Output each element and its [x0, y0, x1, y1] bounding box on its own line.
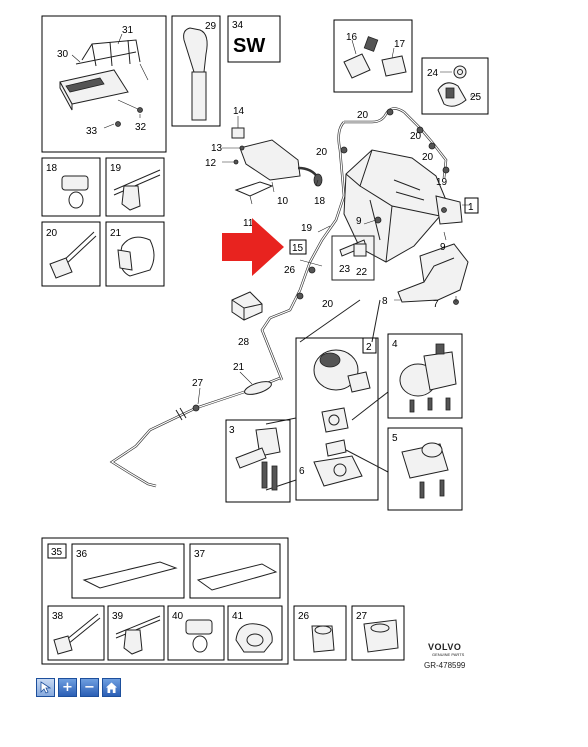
box-4-motor: 4 — [387, 333, 463, 419]
label-37: 37 — [194, 549, 206, 560]
label-27-pipe: 27 — [192, 378, 204, 389]
box-18: 18 — [41, 157, 101, 217]
label-2: 2 — [366, 342, 372, 353]
zoom-out-button[interactable]: − — [80, 678, 99, 697]
box-35-kit: 35 36 37 38 39 40 41 — [41, 537, 289, 665]
label-12: 12 — [205, 158, 217, 169]
label-20-upper-left: 20 — [357, 110, 369, 121]
box-control-unit: 30 31 32 33 — [41, 15, 167, 153]
label-31: 31 — [122, 25, 134, 36]
label-20-tie: 20 — [46, 228, 58, 239]
label-19-lower: 19 — [301, 223, 313, 234]
box-27: 27 — [351, 605, 405, 661]
label-20-upper-right: 20 — [410, 131, 422, 142]
bracket-assembly: 14 13 12 11 10 18 — [205, 106, 326, 229]
box-34-sw: 34 SW — [227, 15, 281, 63]
label-33: 33 — [86, 126, 98, 137]
label-19-pipe: 19 — [436, 177, 448, 188]
label-18: 18 — [46, 163, 58, 174]
label-20-right: 20 — [422, 152, 434, 163]
label-30: 30 — [57, 49, 69, 60]
sw-code: SW — [233, 35, 265, 57]
label-29: 29 — [205, 21, 217, 32]
box-21: 21 — [105, 221, 165, 287]
label-21-band: 21 — [110, 228, 122, 239]
home-button[interactable] — [102, 678, 121, 697]
label-10: 10 — [277, 196, 289, 207]
box-26: 26 — [293, 605, 347, 661]
brand-logo: VOLVO — [428, 642, 461, 652]
label-36: 36 — [76, 549, 88, 560]
heater-main: 1 20 20 20 20 19 19 9 9 8 7 23 22 26 20 — [260, 107, 479, 381]
label-18-grommet: 18 — [314, 196, 326, 207]
label-17: 17 — [394, 39, 406, 50]
label-20-lower: 20 — [322, 299, 334, 310]
minus-icon: − — [84, 680, 95, 695]
label-7: 7 — [433, 299, 439, 310]
label-28: 28 — [238, 337, 250, 348]
label-26: 26 — [298, 611, 310, 622]
label-41: 41 — [232, 611, 244, 622]
box-3-pump: 3 — [225, 419, 291, 503]
brand-block: VOLVO GENUINE PARTS GR-478599 — [424, 642, 466, 670]
label-38: 38 — [52, 611, 64, 622]
label-21-pipe: 21 — [233, 362, 245, 373]
box-29: 29 — [171, 15, 221, 127]
zoom-toolbar: + − — [36, 678, 121, 698]
reference-number: GR-478599 — [424, 661, 466, 670]
label-39: 39 — [112, 611, 124, 622]
pointer-icon — [40, 681, 51, 694]
label-9-left: 9 — [356, 216, 362, 227]
home-icon — [106, 682, 117, 693]
label-15: 15 — [292, 243, 304, 254]
label-11: 11 — [243, 218, 254, 229]
red-arrow-icon — [222, 218, 284, 276]
label-32: 32 — [135, 122, 147, 133]
box-24-25: 24 25 — [421, 57, 489, 115]
label-8: 8 — [382, 296, 388, 307]
label-23: 23 — [339, 264, 351, 275]
label-9-right: 9 — [440, 242, 446, 253]
label-25: 25 — [470, 92, 482, 103]
label-14: 14 — [233, 106, 245, 117]
label-1: 1 — [468, 202, 474, 213]
label-26-upper: 26 — [284, 265, 296, 276]
brand-subtitle: GENUINE PARTS — [432, 652, 465, 657]
box-valve-16-17: 16 17 — [333, 19, 413, 93]
label-24: 24 — [427, 68, 439, 79]
label-27: 27 — [356, 611, 368, 622]
label-35: 35 — [51, 547, 63, 558]
label-34: 34 — [232, 20, 244, 31]
label-20-middle: 20 — [316, 147, 328, 158]
label-40: 40 — [172, 611, 184, 622]
label-22: 22 — [356, 267, 368, 278]
label-5: 5 — [392, 433, 398, 444]
exhaust-pipe: 28 21 27 — [109, 291, 281, 488]
pointer-tool-button[interactable] — [36, 678, 55, 697]
plus-icon: + — [62, 680, 73, 695]
box-5-housing: 5 — [387, 427, 463, 511]
box-20: 20 — [41, 221, 101, 287]
label-3: 3 — [229, 425, 235, 436]
zoom-in-button[interactable]: + — [58, 678, 77, 697]
label-19-clip: 19 — [110, 163, 122, 174]
label-16: 16 — [346, 32, 358, 43]
label-6: 6 — [299, 466, 305, 477]
label-4: 4 — [392, 339, 398, 350]
label-13: 13 — [211, 143, 223, 154]
box-19: 19 — [105, 157, 165, 217]
highlight-arrow: 15 — [222, 218, 307, 276]
box-2-heater-unit: 2 6 — [265, 299, 389, 501]
